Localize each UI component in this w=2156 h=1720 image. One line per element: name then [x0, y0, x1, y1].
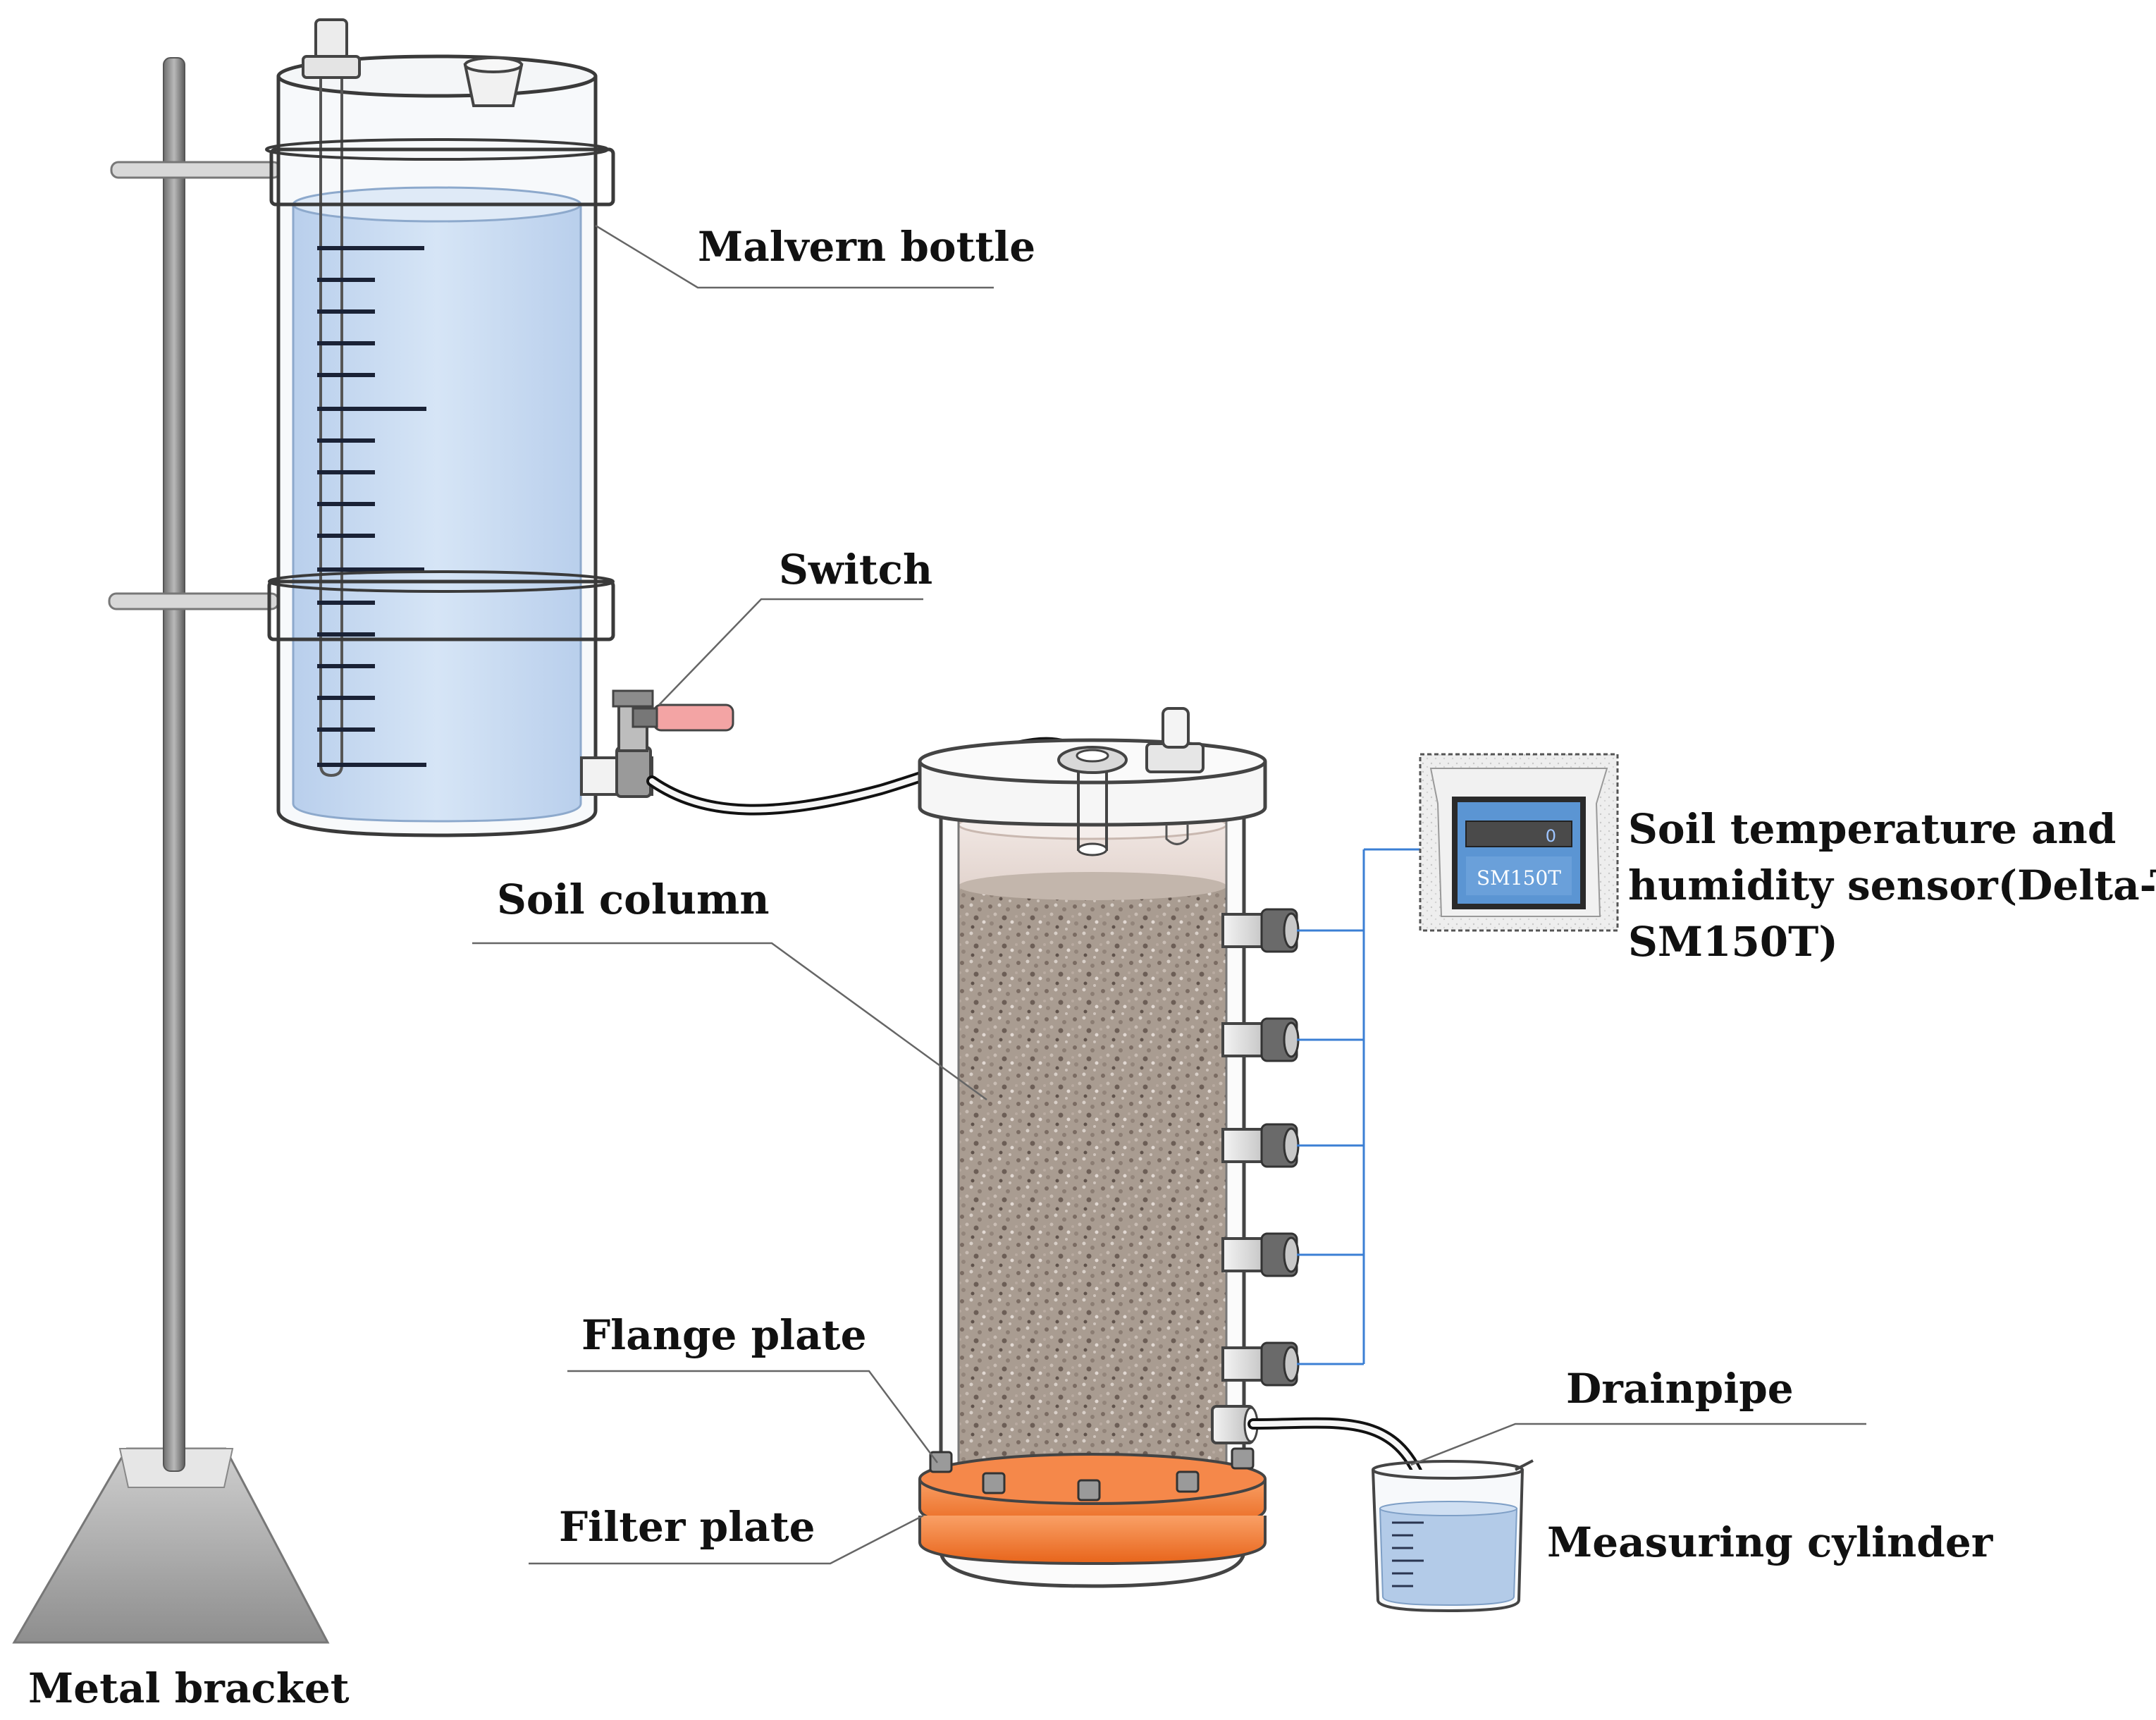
leader-flange-plate [567, 1370, 939, 1463]
upper-clamp-band [265, 138, 615, 207]
sensor-model-label: SM150T [1477, 866, 1561, 890]
sensor-port-4 [1221, 1232, 1300, 1277]
label-sensor-line2: humidity sensor(Delta-T [1628, 861, 2156, 909]
leader-filter-plate [529, 1514, 924, 1565]
metal-bracket [12, 57, 330, 1644]
label-soil-column: Soil column [497, 876, 770, 923]
sensor-wiring [1297, 848, 1459, 1365]
lower-clamp-arm [108, 592, 280, 610]
leader-malvern-bottle [595, 224, 994, 289]
switch-handle [653, 704, 734, 732]
leader-drainpipe [1410, 1423, 1866, 1466]
bracket-rod [163, 57, 185, 1472]
bottle-scale-marks [317, 246, 426, 767]
drain-port [1211, 1405, 1259, 1444]
sensor-port-1 [1221, 908, 1300, 953]
label-filter-plate: Filter plate [559, 1503, 815, 1551]
cylinder-water [1379, 1508, 1518, 1607]
label-switch: Switch [779, 546, 932, 594]
upper-clamp-arm [110, 161, 282, 179]
sensor-port-3 [1221, 1123, 1300, 1168]
air-inlet-tube [319, 25, 343, 778]
sensor-port-5 [1221, 1341, 1300, 1387]
leader-lines [472, 224, 1866, 1565]
flange-bolts [929, 1447, 1255, 1501]
sensor-display-value: 0 [1546, 826, 1556, 846]
soil-sensor-device: 0 SM150T [1419, 753, 1619, 932]
switch-valve [580, 689, 734, 798]
measuring-cylinder [1372, 1459, 1534, 1613]
malvern-bottle [265, 18, 734, 837]
label-flange-plate: Flange plate [581, 1311, 866, 1359]
label-sensor-line3: SM150T) [1628, 918, 1838, 966]
label-sensor-line1: Soil temperature and [1628, 805, 2116, 853]
soil-fill [959, 885, 1226, 1480]
soil-column [918, 707, 1300, 1588]
label-measuring-cylinder: Measuring cylinder [1547, 1518, 1994, 1566]
leader-soil-column [472, 942, 987, 1101]
lower-clamp-band [267, 570, 615, 641]
sensor-port-2 [1221, 1017, 1300, 1062]
label-malvern-bottle: Malvern bottle [698, 223, 1035, 271]
leader-switch [658, 598, 923, 706]
filter-plate [918, 1516, 1267, 1566]
label-metal-bracket: Metal bracket [28, 1664, 350, 1712]
sensor-ports [1211, 908, 1300, 1444]
label-drainpipe: Drainpipe [1566, 1365, 1794, 1413]
